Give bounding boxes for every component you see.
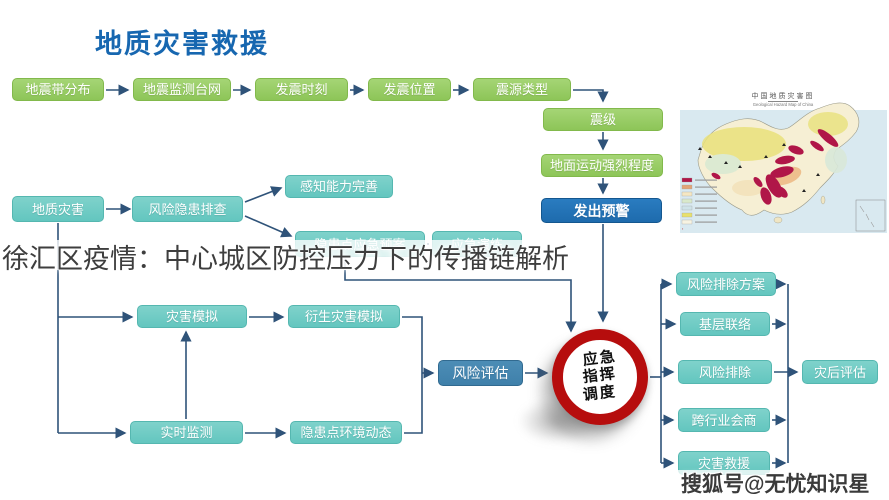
- node-geo-disaster: 地质灾害: [12, 196, 104, 222]
- node-grassroots: 基层联络: [680, 312, 770, 336]
- node-seismic-belt: 地震带分布: [12, 78, 104, 101]
- watermark-band-middle: [0, 240, 558, 270]
- node-risk-assess: 风险评估: [438, 360, 523, 386]
- map-footnote-mark: ▪: [682, 227, 683, 231]
- node-post-assess: 灾后评估: [802, 360, 878, 384]
- node-perception: 感知能力完善: [285, 175, 393, 198]
- node-removal-plan: 风险排除方案: [676, 272, 776, 296]
- map-subtitle: Geological Hazard Map of China: [753, 102, 814, 107]
- china-hazard-map: 中国地质灾害图 Geological Hazard Map of China: [678, 88, 889, 235]
- node-issue-warning: 发出预警: [541, 198, 662, 223]
- node-quake-location: 发震位置: [368, 78, 451, 101]
- watermark-middle: 徐汇区疫情：中心城区防控压力下的传播链解析: [2, 244, 569, 274]
- node-realtime-monitor: 实时监测: [130, 421, 243, 444]
- watermark-band-bottom: [678, 470, 889, 498]
- map-legend: [681, 177, 717, 225]
- node-magnitude: 震级: [543, 108, 663, 131]
- page-title: 地质灾害救援: [95, 29, 269, 59]
- node-ground-motion: 地面运动强烈程度: [541, 154, 663, 177]
- node-risk-removal: 风险排除: [678, 360, 772, 384]
- node-source-type: 震源类型: [473, 78, 571, 101]
- watermark-bottom: 搜狐号@无忧知识星球: [681, 473, 870, 496]
- node-hazard-env: 隐患点环境动态: [290, 421, 402, 444]
- node-risk-screening: 风险隐患排查: [132, 196, 243, 222]
- node-cross-industry: 跨行业会商: [678, 408, 770, 432]
- node-quake-time: 发震时刻: [255, 78, 348, 101]
- map-station-markers: [698, 143, 820, 192]
- node-derived-sim: 衍生灾害模拟: [288, 305, 400, 328]
- node-disaster-sim: 灾害模拟: [137, 305, 247, 328]
- node-monitor-network: 地震监测台网: [133, 78, 231, 101]
- emergency-command-seal: 应急 指挥 调度: [552, 329, 648, 425]
- map-title: 中国地质灾害图: [752, 91, 815, 100]
- seal-line-3: 调度: [582, 383, 618, 404]
